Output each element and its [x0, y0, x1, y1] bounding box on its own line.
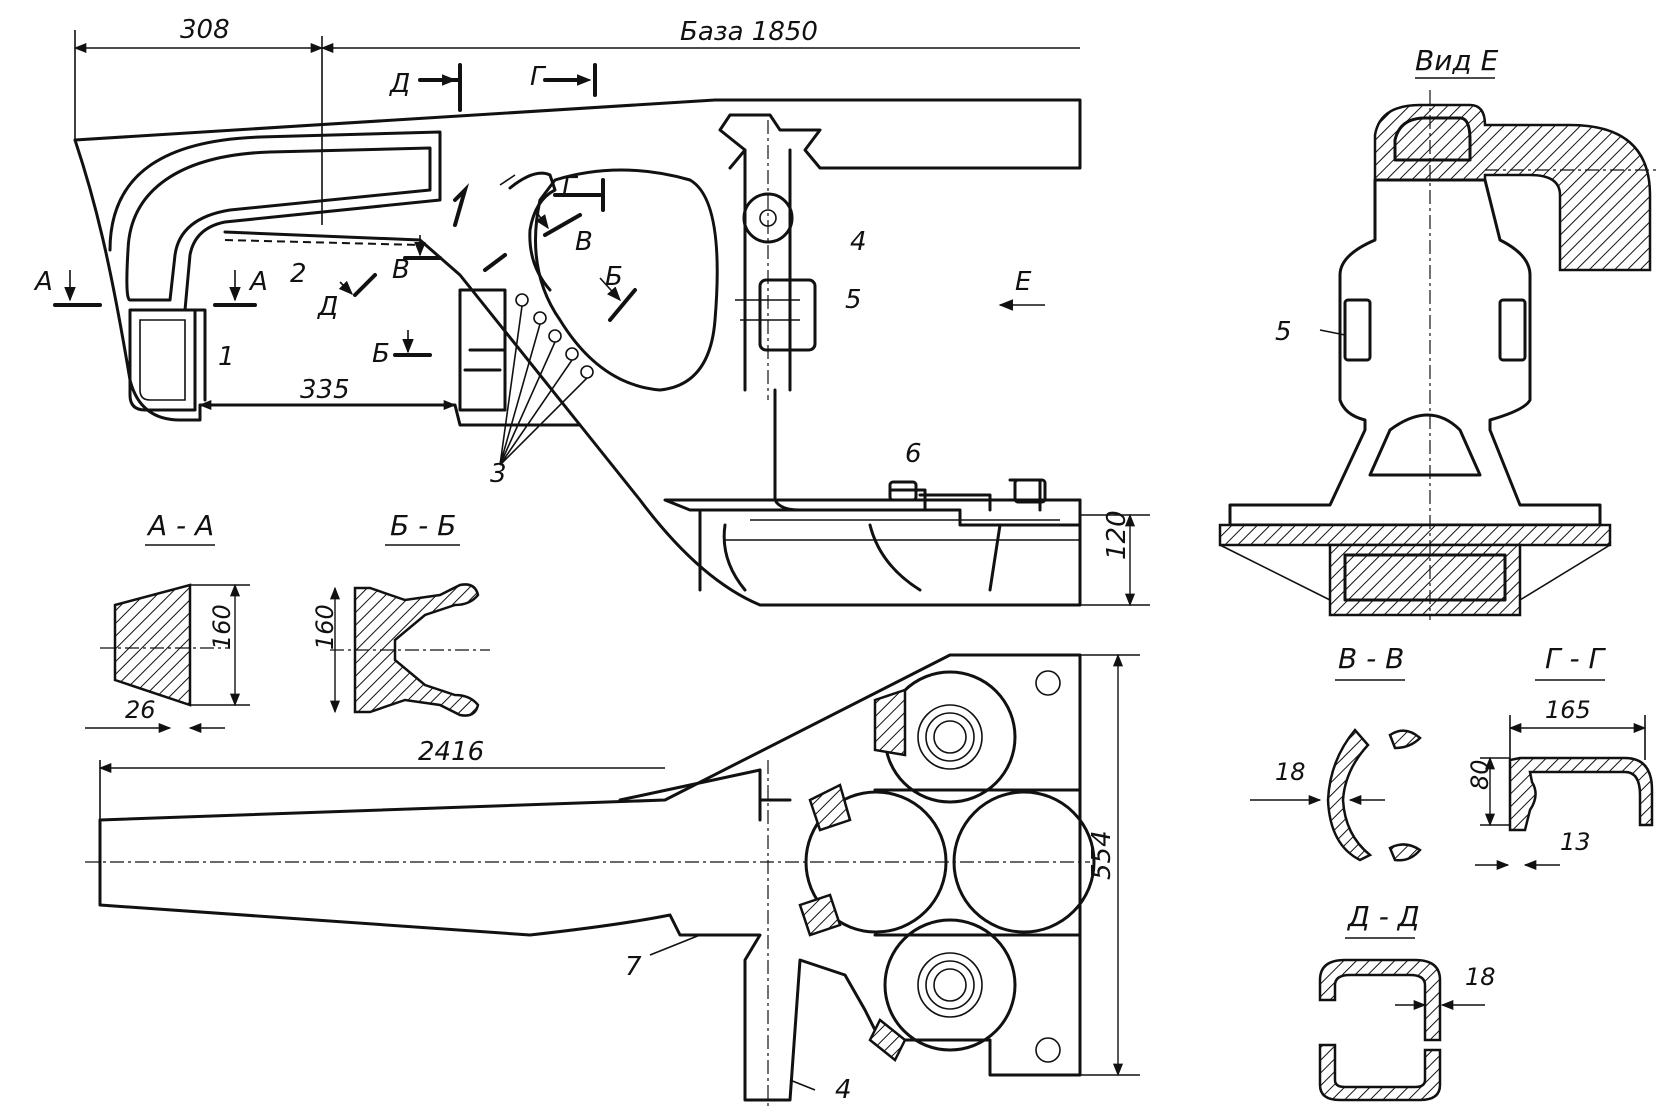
dimension-label-gg-165: 165 [1545, 696, 1591, 724]
dimension-label-554: 554 [1087, 830, 1117, 880]
plan-view [85, 653, 1140, 1110]
section-d-d-upper [1318, 958, 1442, 1042]
lower-box [128, 308, 197, 412]
hidden-contour [224, 239, 421, 246]
section-v-v-profile [1326, 728, 1373, 862]
section-d-d-lower [1318, 1043, 1442, 1102]
cut-mark-label: А [248, 267, 268, 297]
leader-callout-3 [499, 305, 588, 466]
spring-set [804, 670, 1096, 1063]
middle-box [458, 288, 507, 412]
friction-wedges [798, 688, 907, 1062]
teardrop-opening [534, 168, 719, 392]
center-web [1368, 413, 1482, 477]
view-arrow-label: Е [1015, 267, 1032, 297]
callout-label: 6 [905, 439, 922, 469]
section-a-a [85, 544, 250, 734]
dimension-label-335: 335 [300, 375, 350, 405]
section-title-bb: Б - Б [390, 509, 456, 542]
cut-mark-label: Г [530, 62, 547, 92]
callout-label: 5 [1275, 317, 1292, 347]
section-title-vv: В - В [1338, 642, 1404, 675]
dimension-label-gg-13: 13 [1560, 828, 1591, 856]
dimension-label-dd-18: 18 [1465, 963, 1496, 991]
spring-window-contour [108, 130, 442, 402]
cut-mark-label: В [392, 255, 410, 285]
leader-4 [789, 1079, 816, 1091]
plan-outline [98, 653, 1082, 1102]
view-e-title: Вид Е [1415, 44, 1499, 77]
bolster-guides [873, 788, 1082, 937]
side-plate [1343, 298, 1372, 362]
section-v-v [1250, 679, 1422, 862]
section-g-g [1475, 679, 1654, 871]
side-elevation-view [53, 30, 1150, 607]
section-title-gg: Г - Г [1545, 642, 1607, 675]
section-title-dd: Д - Д [1346, 900, 1420, 933]
side-frame-outline [73, 98, 1082, 607]
callout-label: 3 [490, 459, 507, 489]
dimension-label-bb-160: 160 [311, 604, 339, 650]
callout-label: 1 [218, 342, 235, 372]
dimension-label-aa-26: 26 [125, 696, 156, 724]
cut-mark-label: Б [372, 339, 390, 369]
cut-mark-label: Б [605, 262, 623, 292]
section-b-b [329, 544, 490, 717]
section-title-aa: А - А [146, 509, 214, 542]
view-e-base-plate [1218, 523, 1612, 547]
lower-box-inner [139, 319, 186, 401]
view-e [1218, 77, 1660, 620]
bolster-seat [663, 478, 1082, 592]
cut-mark-label: Д [389, 69, 410, 99]
dimension-label-aa-160: 160 [208, 604, 236, 650]
opening-flange [508, 171, 557, 292]
brake-hanger [735, 120, 832, 512]
section-d-d [1318, 937, 1485, 1102]
small-leg [499, 174, 516, 186]
callout-label: 2 [290, 259, 307, 289]
callout-label: 7 [625, 952, 642, 982]
dimension-label-2416: 2416 [418, 737, 484, 767]
section-cut-marks [53, 63, 1045, 357]
dimension-label-base: База 1850 [680, 17, 818, 47]
dimension-label-120: 120 [1102, 510, 1132, 560]
section-v-v-lips [1388, 729, 1422, 862]
side-plate [1498, 298, 1527, 362]
dimension-label-308: 308 [180, 15, 230, 45]
view-e-top-tube [1373, 103, 1652, 272]
view-e-bottom-box [1328, 543, 1522, 617]
labels: 308 База 1850 335 120 2416 554 А - А Б -… [33, 15, 1607, 1105]
callout-label: 4 [835, 1075, 852, 1105]
cut-mark-label: А [33, 267, 53, 297]
section-g-g-profile [1508, 756, 1654, 832]
cut-mark-label: Г [562, 172, 579, 202]
callout-label: 5 [845, 285, 862, 315]
lug [758, 768, 792, 802]
view-e-body [1228, 178, 1602, 527]
inner-rib [125, 146, 432, 302]
cut-mark-label: Д [317, 292, 338, 322]
leader-7 [649, 934, 701, 956]
section-b-b-profile [353, 583, 480, 717]
dimension-label-gg-80: 80 [1466, 759, 1494, 790]
cut-mark-label: В [575, 227, 593, 257]
tube-cavity [1393, 116, 1472, 162]
dimension-label-vv-18: 18 [1275, 758, 1306, 786]
leader-5 [1319, 329, 1346, 336]
plan-diagonal [618, 768, 762, 822]
callout-label: 4 [850, 227, 867, 257]
